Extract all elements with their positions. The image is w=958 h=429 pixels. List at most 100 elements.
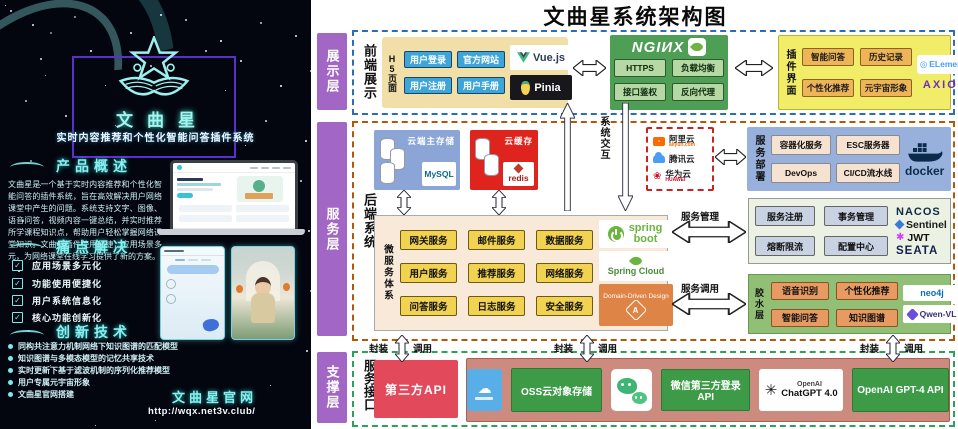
arrow-nginx-plugin [735, 60, 773, 76]
arrow-service-to-nginx [560, 103, 575, 211]
site-name: 文曲星官网 [172, 390, 258, 405]
arrow-cloud-deploy [715, 149, 746, 165]
arrow-service-manage [672, 221, 746, 243]
data-service-chip: 数据服务 [536, 230, 593, 250]
tencent-cloud-row: 腾讯云 [653, 152, 707, 165]
glue-layer-box: 胶水层 语音识别 个性化推荐 智能问答 知识图谱 neo4j Qwen-VL [748, 274, 958, 334]
wenquxing-logo-icon [118, 36, 190, 96]
third-party-api-box: 第三方API [374, 360, 458, 418]
laptop-base [157, 229, 305, 235]
h5-page-box: H5页面 用户登录 官方网站 用户注册 用户手册 Vue.js [382, 37, 572, 108]
wrap-label: 封装 [554, 344, 574, 355]
redis-icon [513, 163, 524, 174]
diagram-title: 文曲星系统架构图 [543, 6, 728, 29]
pinia-icon [521, 80, 531, 95]
bullet-icon [8, 356, 13, 361]
sentinel-icon [894, 219, 905, 230]
tech-item: 文曲星官网搭建 [8, 389, 258, 400]
security-service-chip: 安全服务 [536, 296, 593, 316]
cloud-providers-box: - 阿里云 aliyun.com 腾讯云 ❀ 华为云 HUAWEI [646, 127, 714, 191]
layer-chip-display: 展示层 [317, 33, 347, 110]
mini-illustration [237, 176, 283, 202]
system-interaction-label: 系统交互 [598, 116, 609, 160]
wing-decoration-icon [10, 162, 44, 173]
element-ui-logo: ◎ ELement+ [917, 54, 958, 74]
deploy-label: 服务部署 [753, 135, 764, 183]
sentinel-logo: Sentinel [894, 219, 947, 231]
devops-chip: DevOps [771, 163, 831, 183]
spring-boot-logo: spring boot [599, 220, 673, 248]
lantern-icon [236, 285, 243, 293]
service-manage-label: 服务管理 [681, 212, 720, 223]
cicd-chip: CI/CD流水线 [836, 163, 900, 183]
service-deploy-box: 服务部署 容器化服务 ESC服务器 DevOps CI/CD流水线 docker [747, 127, 951, 191]
mini-feature-row [173, 215, 295, 222]
speech-recognition-chip: 语音识别 [771, 281, 829, 300]
checkbox-icon: ✓ [12, 277, 23, 289]
checkbox-icon: ✓ [12, 311, 23, 323]
qa-service-chip: 问答服务 [400, 296, 457, 316]
cloud-main-storage-box: 云端主存储 MySQL [374, 130, 460, 190]
micro-label: 微服务体系 [382, 244, 393, 302]
pain-item: ✓ 用户系统信息化 [12, 293, 162, 307]
gateway-service-chip: 网关服务 [400, 230, 457, 250]
seata-logo: SEATA [896, 244, 939, 257]
aliyun-icon: - [653, 137, 665, 146]
checkbox-icon: ✓ [12, 294, 23, 306]
arrow-wrap-call-3 [886, 335, 900, 362]
user-login-button: 用户登录 [404, 51, 452, 68]
layer-chip-support: 支撑层 [317, 352, 347, 423]
axios-logo: AXIOS [922, 78, 958, 91]
metaverse-chip: 元宇宙形象 [860, 79, 912, 97]
bullet-icon [8, 344, 13, 349]
site-url: http://wqx.net3v.club/ [148, 406, 256, 417]
recommend-service-chip: 推荐服务 [468, 263, 525, 283]
chatgpt-logo: ✳ OpenAI ChatGPT 4.0 [759, 369, 843, 411]
arrow-db-cache-micro [492, 190, 506, 215]
config-center-chip: 配置中心 [824, 236, 888, 256]
wechat-icon [611, 369, 652, 411]
display-layer-section: 前端展示 H5页面 用户登录 官方网站 用户注册 用户手册 Vue.js [352, 30, 958, 115]
load-balance-chip: 负载均衡 [672, 59, 724, 77]
qwen-icon [905, 307, 919, 321]
esc-server-chip: ESC服务器 [836, 135, 900, 155]
service-layer-section: 后端系统 云端主存储 MySQL 云缓存 redis [352, 121, 958, 341]
pain-item: ✓ 应用场景多元化 [12, 258, 162, 272]
pinia-logo: Pinia [510, 75, 572, 100]
reverse-proxy-chip: 反向代理 [672, 83, 724, 101]
support-layer-section: 服务接口 第三方API ☁ OSS云对象存储 微信第三方登录API ✳ Open… [352, 351, 955, 427]
user-service-chip: 用户服务 [400, 263, 457, 283]
arrow-wrap-call-1 [395, 335, 409, 362]
tech-item: 知识图谱与多模态模型的记忆共享技术 [8, 353, 258, 364]
call-label: 调用 [413, 344, 433, 355]
starfield [10, 10, 12, 12]
https-chip: HTTPS [614, 59, 666, 77]
openai-api-chip: OpenAI GPT-4 API [851, 368, 949, 412]
laptop-mockup [170, 160, 298, 234]
bullet-icon [8, 392, 13, 397]
user-manual-button: 用户手册 [457, 77, 505, 94]
overview-paragraph: 文曲星是一个基于实时内容推荐和个性化智能问答的插件系统，旨在高效解决用户网络课堂… [8, 180, 162, 261]
oss-storage-chip: OSS云对象存储 [510, 368, 603, 412]
layer-chip-service: 服务层 [317, 122, 347, 336]
user-register-button: 用户注册 [404, 77, 452, 94]
bullet-icon [8, 368, 13, 373]
bullet-icon [8, 380, 13, 385]
metaverse-avatar-body [251, 293, 275, 323]
call-label: 调用 [904, 344, 924, 355]
external-api-container: ☁ OSS云对象存储 微信第三方登录API ✳ OpenAI ChatGPT 4… [466, 358, 950, 422]
smart-qa-chip: 智能问答 [802, 48, 854, 66]
service-registry-chip: 服务注册 [755, 206, 815, 226]
poster-title: 文曲星 [116, 111, 209, 130]
api-auth-chip: 接口鉴权 [614, 83, 666, 101]
log-service-chip: 日志服务 [468, 296, 525, 316]
vue-icon [517, 52, 530, 63]
arrow-wrap-call-2 [580, 335, 594, 362]
wrap-label: 封装 [369, 344, 389, 355]
official-site-button: 官方网站 [457, 51, 505, 68]
plugin-label: 插件界面 [784, 48, 795, 97]
poster-subtitle: 实时内容推荐和个性化智能问答插件系统 [56, 133, 255, 144]
wechat-login-chip: 微信第三方登录API [660, 369, 751, 411]
metaverse-avatar [255, 277, 271, 296]
pain-item: ✓ 功能使用便捷化 [12, 276, 162, 290]
